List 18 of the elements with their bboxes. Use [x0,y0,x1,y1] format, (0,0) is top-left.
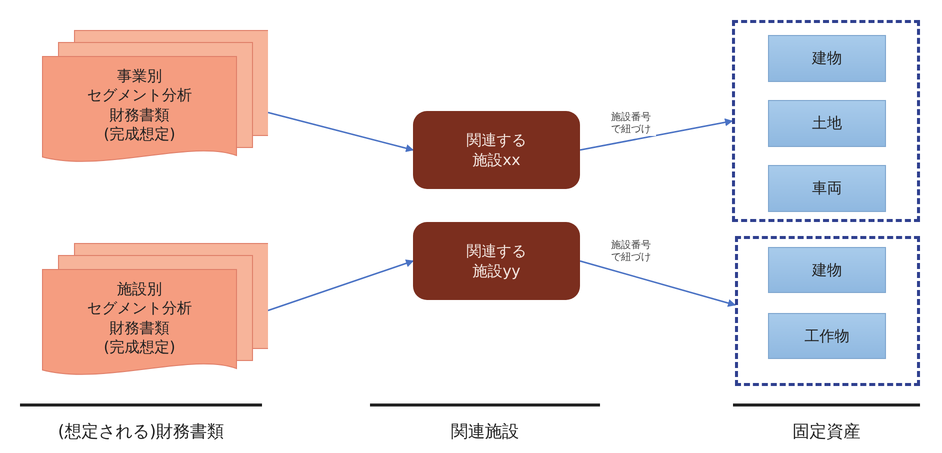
column-label: 関連施設 [450,421,520,443]
document-title: 施設別セグメント分析財務書類(完成想定) [86,278,193,358]
asset-box: 建物 [768,247,886,293]
dashed-group-box [735,236,920,386]
asset-box: 車両 [768,165,886,212]
asset-box: 工作物 [768,313,886,359]
arrow [580,260,736,307]
column-label: 固定資産 [792,421,862,443]
arrow [580,118,733,151]
document-title: 事業別セグメント分析財務書類(完成想定) [86,66,193,145]
column-label: (想定される)財務書類 [56,421,226,443]
facility-box: 関連する施設yy [413,222,580,300]
asset-box: 建物 [768,35,886,82]
dashed-group-box [732,20,920,222]
arrow [268,259,414,312]
arrow [268,112,414,152]
facility-box: 関連する施設xx [413,111,580,189]
asset-box: 土地 [768,100,886,147]
